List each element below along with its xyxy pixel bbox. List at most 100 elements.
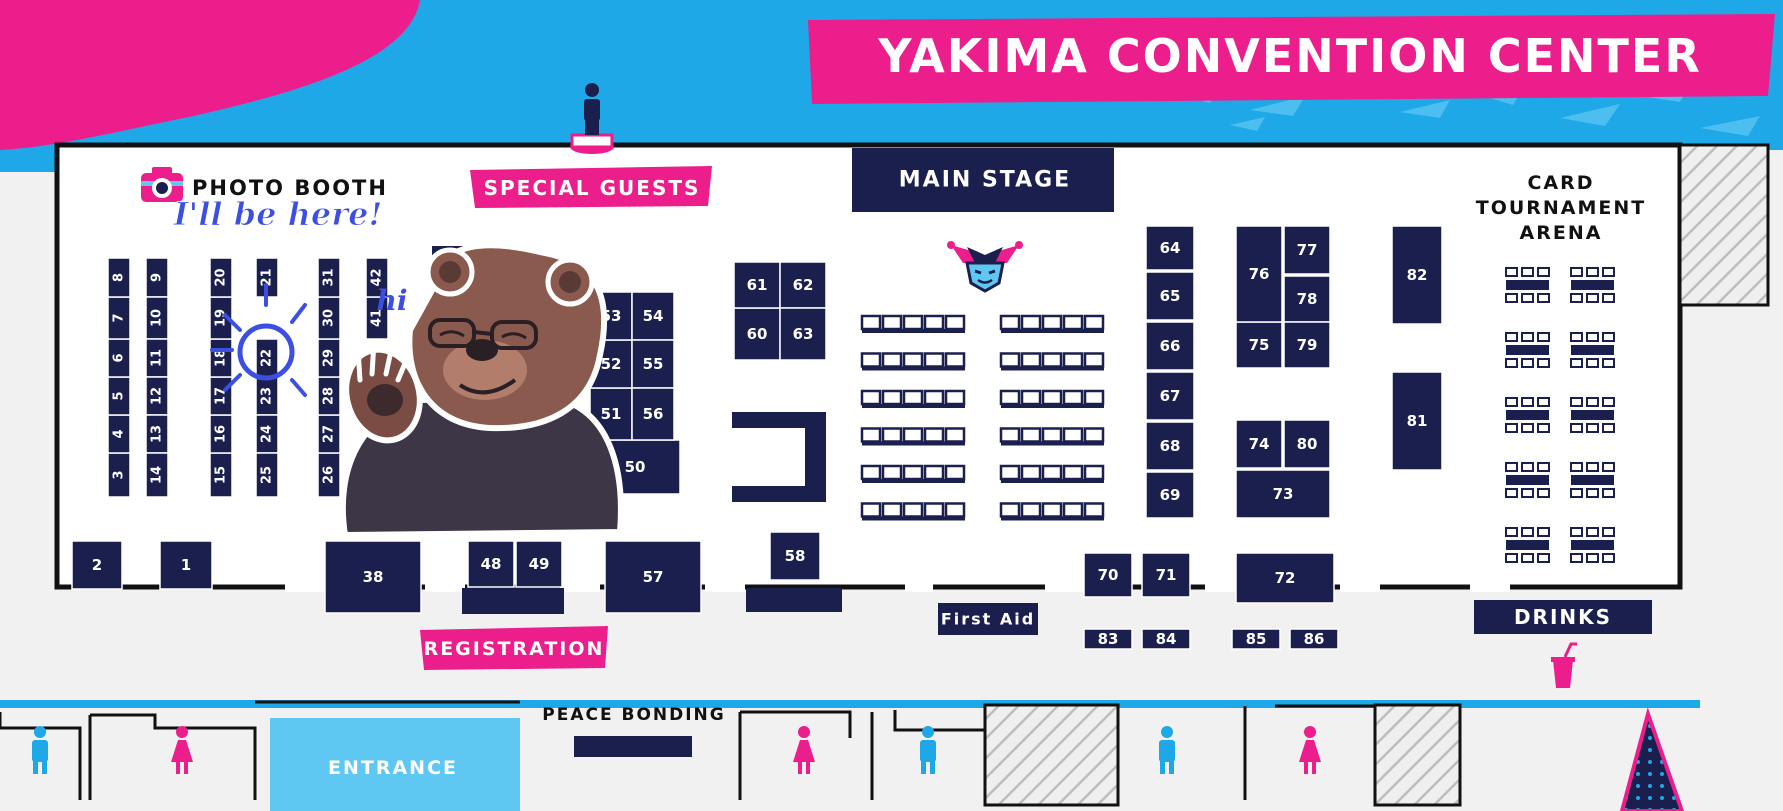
chair bbox=[1586, 423, 1599, 433]
booth-3[interactable]: 3 bbox=[107, 452, 131, 498]
booth-66[interactable]: 66 bbox=[1145, 321, 1195, 371]
booth-58-number: 58 bbox=[785, 547, 806, 565]
booth-59[interactable]: 59 bbox=[779, 448, 800, 466]
booth-4[interactable]: 4 bbox=[107, 414, 131, 454]
booth-69[interactable]: 69 bbox=[1145, 471, 1195, 519]
booth-78[interactable]: 78 bbox=[1283, 275, 1331, 323]
booth-23[interactable]: 23 bbox=[255, 376, 279, 416]
booth-22[interactable]: 22 bbox=[255, 338, 279, 378]
booth-76[interactable]: 76 bbox=[1235, 225, 1283, 323]
booth-58[interactable]: 58 bbox=[769, 531, 821, 581]
booth-80-block bbox=[1283, 419, 1331, 469]
chair bbox=[1602, 358, 1615, 368]
booth-1[interactable]: 1 bbox=[159, 540, 213, 590]
booth-81[interactable]: 81 bbox=[1391, 371, 1443, 471]
booth-80[interactable]: 80 bbox=[1283, 419, 1331, 469]
seat bbox=[860, 389, 882, 406]
booth-70[interactable]: 70 bbox=[1083, 552, 1133, 598]
booth-25[interactable]: 25 bbox=[255, 452, 279, 498]
chair bbox=[1521, 397, 1534, 407]
booth-55[interactable]: 55 bbox=[631, 339, 675, 389]
man-icon bbox=[920, 726, 936, 774]
booth-84[interactable]: 84 bbox=[1141, 628, 1191, 650]
special-guests-banner bbox=[470, 166, 712, 208]
booth-64[interactable]: 64 bbox=[1145, 225, 1195, 271]
booth-62[interactable]: 62 bbox=[779, 261, 827, 309]
seat bbox=[1062, 352, 1084, 368]
booth-9[interactable]: 9 bbox=[145, 257, 169, 298]
booth-56[interactable]: 56 bbox=[631, 387, 675, 441]
booth-10[interactable]: 10 bbox=[145, 296, 169, 340]
booth-49[interactable]: 49 bbox=[515, 540, 563, 588]
booth-15[interactable]: 15 bbox=[209, 452, 233, 498]
restroom-icons bbox=[32, 726, 1321, 774]
chair bbox=[1602, 267, 1615, 277]
woman-icon bbox=[793, 726, 815, 774]
entrance-label: ENTRANCE bbox=[328, 757, 458, 779]
booth-2-number: 2 bbox=[92, 556, 102, 574]
seat bbox=[881, 352, 903, 368]
booth-8[interactable]: 8 bbox=[107, 257, 131, 298]
booth-57[interactable]: 57 bbox=[604, 540, 702, 614]
booth-17[interactable]: 17 bbox=[209, 376, 233, 416]
seat bbox=[999, 502, 1021, 518]
booth-11[interactable]: 11 bbox=[145, 338, 169, 378]
booth-6[interactable]: 6 bbox=[107, 338, 131, 378]
seat bbox=[944, 352, 966, 368]
booth-77[interactable]: 77 bbox=[1283, 225, 1331, 275]
utility-room-1 bbox=[983, 703, 1120, 807]
seat bbox=[860, 427, 882, 443]
booth-83[interactable]: 83 bbox=[1083, 628, 1133, 650]
booth-27[interactable]: 27 bbox=[317, 414, 341, 454]
booth-71[interactable]: 71 bbox=[1141, 552, 1191, 598]
booth-85[interactable]: 85 bbox=[1231, 628, 1281, 650]
booth-18[interactable]: 18 bbox=[209, 338, 233, 378]
seat bbox=[1062, 389, 1084, 406]
booth-14[interactable]: 14 bbox=[145, 452, 169, 498]
booth-63[interactable]: 63 bbox=[779, 307, 827, 361]
booth-5[interactable]: 5 bbox=[107, 376, 131, 416]
booth-75[interactable]: 75 bbox=[1235, 321, 1283, 369]
booth-54[interactable]: 54 bbox=[631, 291, 675, 341]
chair bbox=[1586, 293, 1599, 303]
booth-31[interactable]: 31 bbox=[317, 257, 341, 298]
chair bbox=[1521, 488, 1534, 498]
seat bbox=[1041, 352, 1063, 368]
booth-16[interactable]: 16 bbox=[209, 414, 233, 454]
booth-72[interactable]: 72 bbox=[1235, 552, 1335, 604]
chair bbox=[1602, 553, 1615, 563]
booth-73[interactable]: 73 bbox=[1235, 469, 1331, 519]
booth-21[interactable]: 21 bbox=[255, 257, 279, 298]
booth-60[interactable]: 60 bbox=[733, 307, 781, 361]
booth-24[interactable]: 24 bbox=[255, 414, 279, 454]
booth-22-number: 22 bbox=[260, 349, 275, 367]
booth-26[interactable]: 26 bbox=[317, 452, 341, 498]
booth-79[interactable]: 79 bbox=[1283, 321, 1331, 369]
booth-20-number: 20 bbox=[214, 268, 229, 286]
booth-48[interactable]: 48 bbox=[467, 540, 515, 588]
booth-86[interactable]: 86 bbox=[1289, 628, 1339, 650]
booth-67[interactable]: 67 bbox=[1145, 371, 1195, 421]
booth-68[interactable]: 68 bbox=[1145, 421, 1195, 471]
card-table bbox=[1570, 332, 1615, 368]
booth-38[interactable]: 38 bbox=[324, 540, 422, 614]
booth-74[interactable]: 74 bbox=[1235, 419, 1283, 469]
booth-50-number: 50 bbox=[625, 458, 646, 476]
card-tournament-label-line1: CARD bbox=[1527, 172, 1594, 194]
booth-42[interactable]: 42 bbox=[365, 257, 389, 298]
booth-61[interactable]: 61 bbox=[733, 261, 781, 309]
booth-28[interactable]: 28 bbox=[317, 376, 341, 416]
seat bbox=[1062, 464, 1084, 481]
booth-82[interactable]: 82 bbox=[1391, 225, 1443, 325]
booth-78-block bbox=[1283, 275, 1331, 323]
chair bbox=[1570, 527, 1583, 537]
booth-12[interactable]: 12 bbox=[145, 376, 169, 416]
booth-20[interactable]: 20 bbox=[209, 257, 233, 298]
booth-13[interactable]: 13 bbox=[145, 414, 169, 454]
booth-7[interactable]: 7 bbox=[107, 296, 131, 340]
booth-30[interactable]: 30 bbox=[317, 296, 341, 340]
booth-29[interactable]: 29 bbox=[317, 338, 341, 378]
booth-2[interactable]: 2 bbox=[71, 540, 123, 590]
booth-62-number: 62 bbox=[793, 276, 814, 294]
booth-65[interactable]: 65 bbox=[1145, 271, 1195, 321]
